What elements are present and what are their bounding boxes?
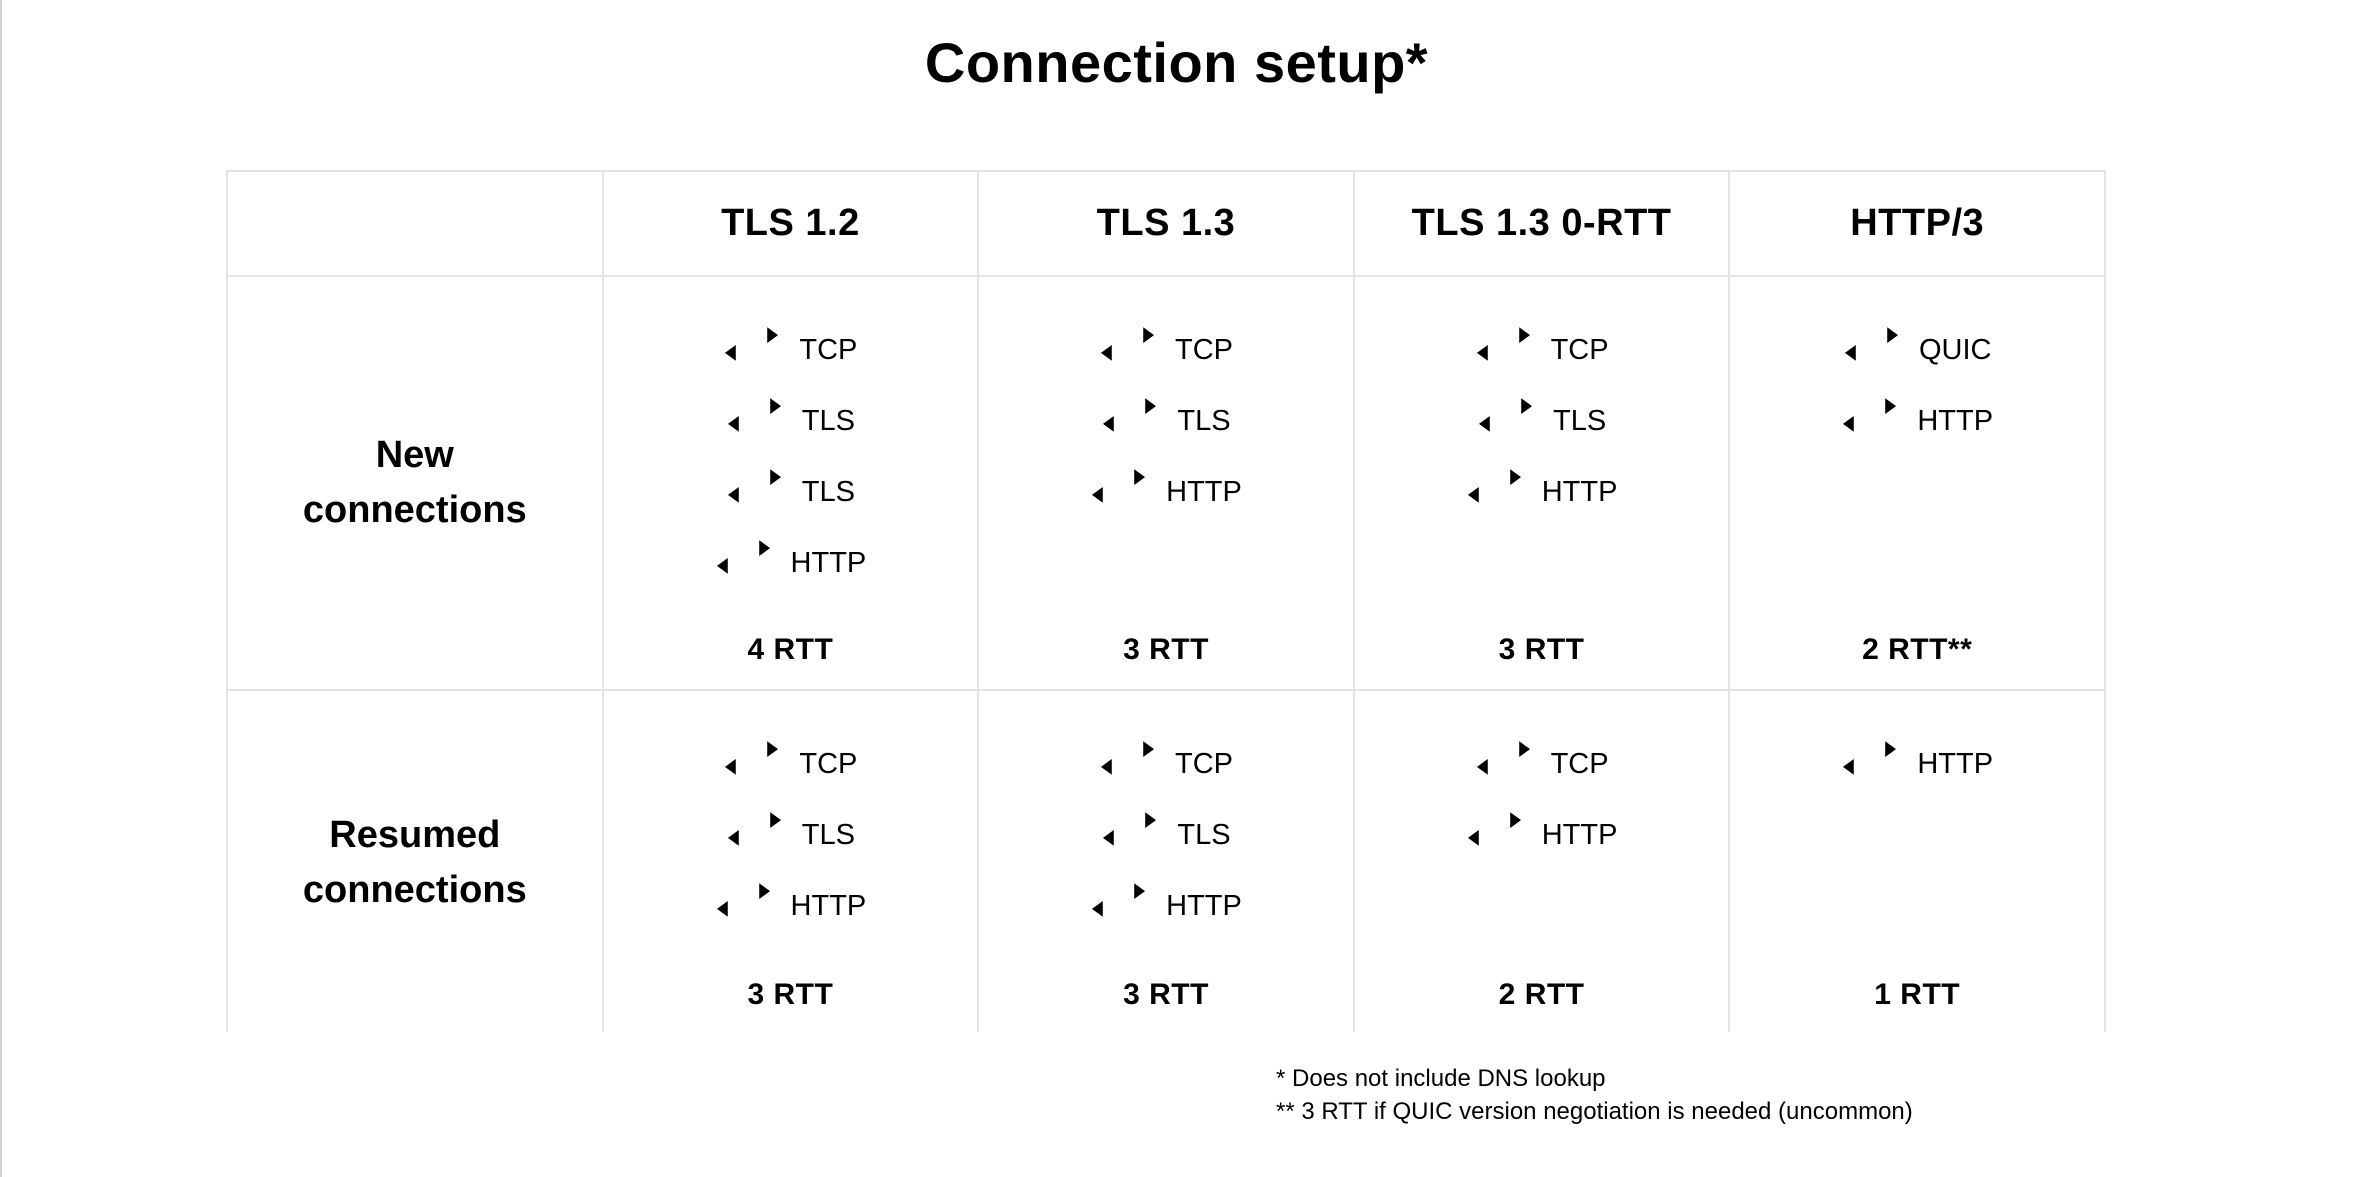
roundtrip-arrows-icon [716,882,770,917]
step-label: HTTP [790,890,867,922]
step-label: TLS [801,819,855,851]
cell-new-tls13: TCP TLS HTTP 3 RTT [979,277,1353,689]
rtt-count: 4 RTT [747,633,834,666]
roundtrip-arrows-icon [716,539,770,574]
step-label: TCP [1550,748,1609,780]
row-label-new-connections: New connections [228,277,602,689]
handshake-step: TLS [726,793,855,864]
footnote-dns: * Does not include DNS lookup [1276,1065,1606,1092]
row-label-line: connections [302,868,527,911]
cell-new-http3: QUIC HTTP 2 RTT** [1730,277,2104,689]
step-label: TLS [801,405,855,437]
roundtrip-arrows-icon [727,397,781,432]
cell-new-tls12: TCP TLS TLS HTTP 4 RTT [603,277,978,689]
handshake-step: HTTP [715,521,867,592]
roundtrip-arrows-icon [1843,740,1897,775]
handshake-step: HTTP [715,864,867,935]
step-label: HTTP [1541,476,1618,508]
roundtrip-arrows-icon [1092,468,1146,503]
rtt-count: 1 RTT [1874,978,1961,1011]
roundtrip-arrows-icon [727,468,781,503]
step-label: HTTP [1541,819,1618,851]
handshake-step: TLS [1477,379,1606,450]
footnote-quic-negotiation: ** 3 RTT if QUIC version negotiation is … [1276,1098,1913,1125]
column-header-http3: HTTP/3 [1730,172,2104,275]
step-label: TCP [1550,334,1609,366]
roundtrip-arrows-icon [1092,882,1146,917]
handshake-step: TCP [1475,722,1609,793]
connection-setup-table: TLS 1.2 TLS 1.3 TLS 1.3 0-RTT HTTP/3 New… [226,170,2106,1034]
roundtrip-arrows-icon [725,740,779,775]
step-label: HTTP [790,547,867,579]
cell-new-tls13-0rtt: TCP TLS HTTP 3 RTT [1354,277,1729,689]
handshake-step: TLS [726,450,855,521]
rtt-count: 3 RTT [1123,978,1209,1011]
roundtrip-arrows-icon [1478,397,1533,432]
step-label: TCP [799,334,858,366]
step-label: HTTP [1166,890,1242,922]
step-label: QUIC [1918,334,1992,366]
handshake-step: TCP [723,722,857,793]
roundtrip-arrows-icon [725,326,779,361]
handshake-step: TLS [1101,379,1231,450]
handshake-step: HTTP [1466,793,1618,864]
rtt-count: 2 RTT** [1862,633,1973,666]
step-label: HTTP [1917,405,1994,437]
handshake-step: QUIC [1843,308,1992,379]
rtt-count: 3 RTT [747,978,834,1011]
handshake-step: TCP [723,308,857,379]
row-label-resumed-connections: Resumed connections [228,691,602,1034]
roundtrip-arrows-icon [1103,397,1157,432]
step-label: TLS [1553,405,1607,437]
handshake-step: HTTP [1090,864,1242,935]
step-label: TCP [1174,334,1233,366]
roundtrip-arrows-icon [1100,740,1155,775]
step-label: TCP [799,748,858,780]
rtt-count: 3 RTT [1498,633,1585,666]
handshake-step: TLS [1101,793,1231,864]
row-label-line: connections [302,489,527,531]
roundtrip-arrows-icon [727,811,781,846]
rtt-count: 2 RTT [1498,978,1585,1011]
handshake-step: TCP [1099,722,1233,793]
step-label: TCP [1174,748,1233,780]
handshake-step: HTTP [1841,722,1993,793]
roundtrip-arrows-icon [1476,740,1530,775]
cell-resumed-http3: HTTP 1 RTT [1730,691,2104,1034]
roundtrip-arrows-icon [1843,397,1897,432]
rtt-count: 3 RTT [1123,633,1209,666]
column-header-tls13-0rtt: TLS 1.3 0-RTT [1354,172,1729,275]
step-label: TLS [1177,819,1231,851]
corner-cell [228,172,602,275]
roundtrip-arrows-icon [1467,468,1521,503]
roundtrip-arrows-icon [1103,811,1157,846]
roundtrip-arrows-icon [1100,326,1155,361]
page-title: Connection setup* [924,31,1429,94]
footnotes: * Does not include DNS lookup ** 3 RTT i… [1276,1062,1913,1128]
roundtrip-arrows-icon [1844,326,1898,361]
cell-resumed-tls12: TCP TLS HTTP 3 RTT [603,691,978,1034]
cell-resumed-tls13-0rtt: TCP HTTP 2 RTT [1354,691,1729,1034]
step-label: HTTP [1917,748,1994,780]
step-label: TLS [1177,405,1231,437]
column-header-tls12: TLS 1.2 [603,172,978,275]
step-label: TLS [801,476,855,508]
column-header-tls13: TLS 1.3 [979,172,1353,275]
row-label-line: New [375,434,454,476]
handshake-step: TCP [1099,308,1233,379]
roundtrip-arrows-icon [1476,326,1530,361]
handshake-step: TCP [1475,308,1609,379]
handshake-step: TLS [726,379,855,450]
handshake-step: HTTP [1090,450,1242,521]
handshake-step: HTTP [1466,450,1618,521]
handshake-step: HTTP [1841,379,1993,450]
step-label: HTTP [1166,476,1242,508]
page-edge-line [0,0,2,1177]
roundtrip-arrows-icon [1467,811,1521,846]
row-label-line: Resumed [329,813,501,856]
cell-resumed-tls13: TCP TLS HTTP 3 RTT [979,691,1353,1034]
